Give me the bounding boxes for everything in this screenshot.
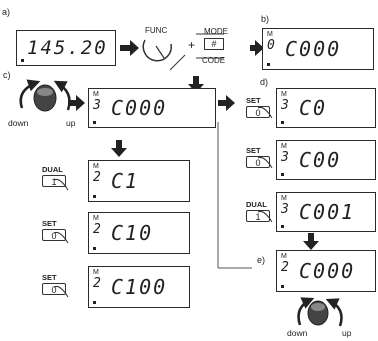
display-dot (21, 59, 24, 62)
arrow-a-to-func (120, 40, 139, 56)
func-label: FUNC (145, 26, 168, 35)
channel-number: 2 (93, 170, 101, 185)
step-label-b: b) (261, 14, 270, 24)
memory-indicator: M (93, 163, 99, 170)
display-dot (93, 247, 96, 250)
display-l1-value: C1 (111, 169, 140, 193)
step-label-e: e) (257, 255, 266, 265)
channel-number: 3 (281, 98, 289, 113)
display-d3: M 3 C001 (276, 192, 376, 232)
mode-code-key[interactable]: # (204, 38, 224, 50)
channel-number: 3 (281, 150, 289, 165)
display-a-value: 145.20 (27, 37, 108, 59)
channel-number: 3 (281, 202, 289, 217)
code-label: CODE (202, 56, 226, 65)
display-dot (93, 121, 96, 124)
step-label-c: c) (3, 70, 11, 80)
memory-indicator: M (267, 31, 273, 38)
display-dot (281, 225, 284, 228)
arrow-func-to-b (250, 40, 264, 56)
display-c-value: C000 (111, 96, 168, 120)
memory-indicator: M (93, 91, 99, 98)
channel-number: 0 (267, 38, 275, 53)
display-a: 145.20 (16, 30, 116, 66)
display-dot (93, 301, 96, 304)
display-c: M 3 C000 (88, 88, 216, 128)
display-dot (281, 121, 284, 124)
display-l3: M 2 C100 (88, 266, 190, 308)
knob-up-label-c: up (66, 118, 76, 128)
finger-icon (257, 107, 273, 119)
memory-indicator: M (93, 269, 99, 276)
finger-icon (53, 286, 69, 298)
memory-indicator: M (281, 195, 287, 202)
finger-icon (257, 211, 273, 223)
arrow-knob-to-c (68, 95, 85, 111)
knob-down-label-e: down (287, 328, 308, 338)
func-knob-icon (142, 39, 173, 62)
channel-number: 3 (93, 98, 101, 113)
display-e: M 2 C000 (276, 250, 376, 292)
memory-indicator: M (281, 253, 287, 260)
display-dot (281, 285, 284, 288)
finger-icon (53, 232, 69, 244)
channel-number: 2 (93, 276, 101, 291)
plus-sign: + (188, 38, 196, 52)
knob-down-label-c: down (8, 118, 29, 128)
display-l2-value: C10 (111, 221, 154, 245)
display-b-value: C000 (285, 37, 342, 61)
pointer-line (169, 54, 186, 71)
arrow-down-to-c (188, 76, 204, 93)
display-d2-value: C00 (299, 148, 342, 172)
display-b: M 0 C000 (262, 28, 374, 70)
arrow-c-to-d (218, 95, 235, 111)
memory-indicator: M (281, 91, 287, 98)
display-l3-value: C100 (111, 275, 168, 299)
display-e-value: C000 (299, 259, 356, 283)
channel-number: 2 (281, 260, 289, 275)
mode-label: MODE (204, 27, 228, 36)
display-dot (267, 63, 270, 66)
memory-indicator: M (281, 143, 287, 150)
knob-up-label-e: up (342, 328, 352, 338)
step-label-a: a) (2, 7, 11, 17)
arrow-down-to-e (303, 233, 319, 250)
display-l1: M 2 C1 (88, 160, 190, 202)
arrow-down-to-l1 (111, 140, 127, 157)
finger-icon (53, 179, 69, 191)
knob-icon-e (297, 297, 343, 327)
display-d1-value: C0 (299, 96, 328, 120)
memory-indicator: M (93, 215, 99, 222)
step-label-d: d) (260, 77, 269, 87)
display-d3-value: C001 (299, 200, 356, 224)
display-dot (281, 173, 284, 176)
channel-number: 2 (93, 222, 101, 237)
display-d1: M 3 C0 (276, 88, 376, 128)
display-l2: M 2 C10 (88, 212, 190, 254)
finger-icon (257, 157, 273, 169)
display-d2: M 3 C00 (276, 140, 376, 180)
display-dot (93, 195, 96, 198)
knob-icon-c (19, 79, 71, 112)
